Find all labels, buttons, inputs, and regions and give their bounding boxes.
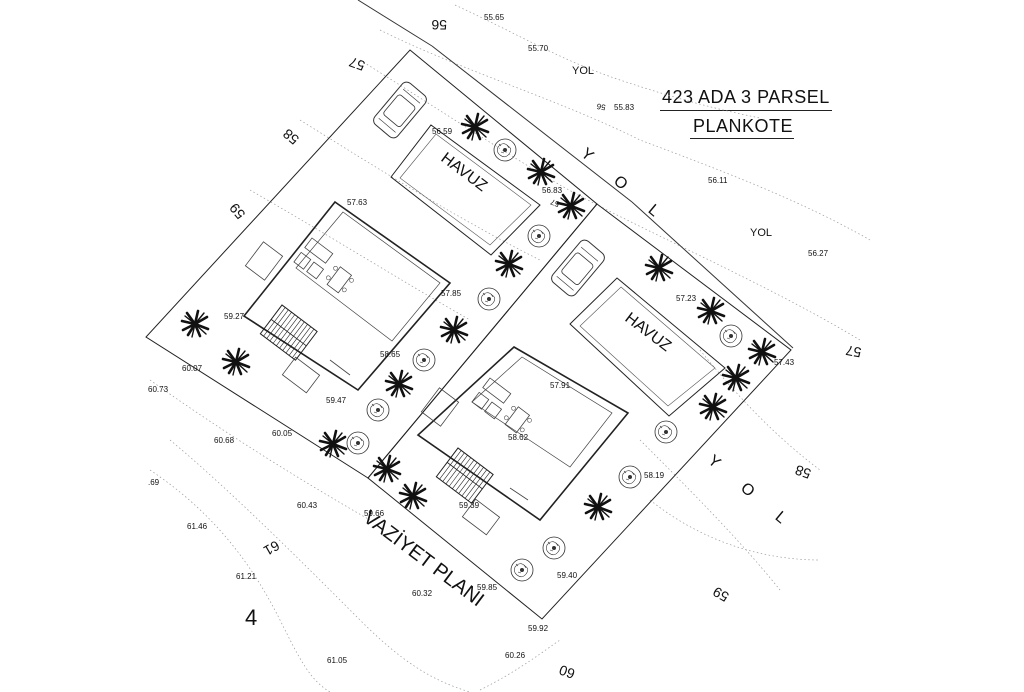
house-1 [242, 200, 452, 394]
contour-label: 61 [261, 537, 283, 559]
pool-2 [569, 277, 726, 417]
elevation: 58.19 [644, 471, 665, 480]
parcel-number: 4 [245, 605, 257, 630]
title-underline-1 [660, 110, 832, 111]
elevation: 57.85 [441, 289, 462, 298]
contour-label: 59 [226, 200, 248, 222]
elevation: 59.39 [459, 501, 480, 510]
elevation: 57.63 [347, 198, 368, 207]
pool-1-label: HAVUZ [438, 150, 491, 196]
elevation: 59.40 [557, 571, 578, 580]
pool-2-label: HAVUZ [622, 310, 675, 356]
elevation: 61.46 [187, 522, 208, 531]
elevation: 60.68 [214, 436, 235, 445]
elevation: 59.27 [224, 312, 245, 321]
elevation: 58.62 [508, 433, 529, 442]
elevation: 61.05 [327, 656, 348, 665]
house-2 [416, 346, 630, 536]
parcel-2-outline [367, 203, 792, 620]
elevation: 57.91 [550, 381, 571, 390]
contour-lines [149, 4, 871, 692]
elevation: 57.23 [676, 294, 697, 303]
title-line-1: 423 ADA 3 PARSEL [662, 87, 830, 107]
elevation: 56.83 [542, 186, 563, 195]
elevation: 55.83 [614, 103, 635, 112]
elevation: 60.26 [505, 651, 526, 660]
contour-label: 58 [793, 462, 813, 482]
car-2 [548, 237, 608, 299]
elevation: 59.85 [477, 583, 498, 592]
elevation: 56.59 [432, 127, 453, 136]
elevation: .69 [148, 478, 160, 487]
road-label: YOL [572, 65, 594, 77]
contour-label: 59 [710, 584, 732, 606]
elevation: 60.73 [148, 385, 169, 394]
contour-label: 57 [844, 342, 862, 360]
elevation: 56.11 [708, 176, 728, 185]
contour-label: 58 [280, 126, 302, 148]
elevation: 58.65 [380, 350, 401, 359]
contour-label: 57 [347, 54, 367, 74]
contour-label-small: 57 [549, 197, 561, 209]
road-right-label: Y O L [704, 452, 800, 536]
elevation: 55.70 [528, 44, 549, 53]
elevation: 56.27 [808, 249, 829, 258]
elevation: 61.21 [236, 572, 257, 581]
title-underline-2 [690, 138, 794, 139]
contour-label: 56 [431, 17, 447, 33]
elevation: 60.43 [297, 501, 318, 510]
road-top-label: Y O L [577, 145, 673, 229]
road-label: YOL [750, 227, 772, 239]
elevation: 60.32 [412, 589, 433, 598]
elevation: 59.92 [528, 624, 549, 633]
elevation: 59.66 [364, 509, 385, 518]
contour-label: 60 [557, 662, 577, 682]
road-edges [357, 0, 794, 349]
elevation: 60.07 [182, 364, 203, 373]
pool-1 [390, 124, 541, 256]
elevation: 59.47 [326, 396, 347, 405]
elevation: 60.05 [272, 429, 293, 438]
title-line-2: PLANKOTE [693, 116, 794, 136]
car-1 [370, 79, 430, 141]
contour-label-small: 56 [595, 101, 606, 112]
elevation: 57.43 [774, 358, 795, 367]
elevation: 55.65 [484, 13, 505, 22]
